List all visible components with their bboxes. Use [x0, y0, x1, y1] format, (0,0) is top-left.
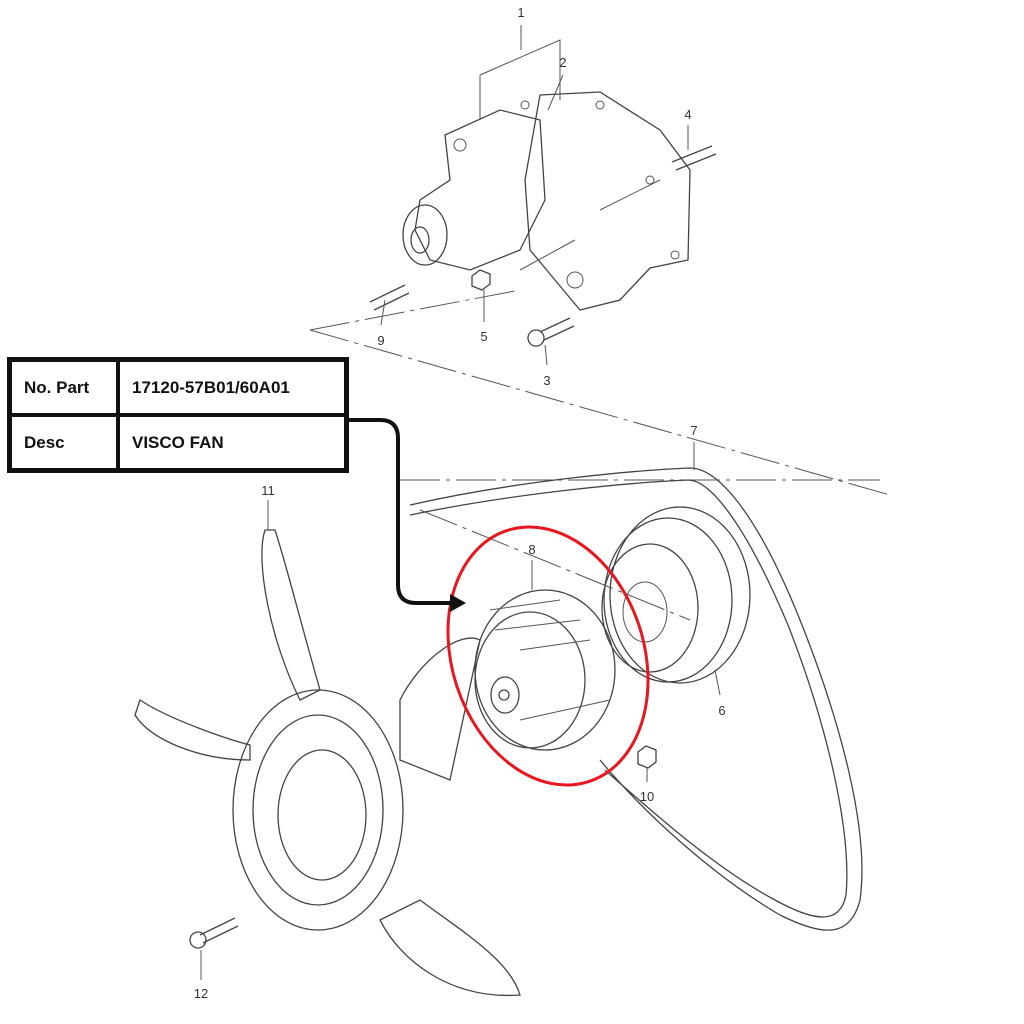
- callout-12: 12: [194, 986, 208, 1001]
- callout-5: 5: [480, 329, 487, 344]
- arrow-head-icon: [450, 594, 466, 612]
- leader-lines: [200, 25, 891, 980]
- description-label: Desc: [7, 413, 120, 473]
- callout-3: 3: [543, 373, 550, 388]
- water-pump: [402, 91, 691, 311]
- cooling-fan: [134, 529, 521, 997]
- pointer-arrow: [345, 418, 452, 605]
- callout-2: 2: [559, 55, 566, 70]
- highlight-ellipse: [446, 525, 650, 787]
- part-number-value: 17120-57B01/60A01: [116, 357, 349, 417]
- visco-fan-clutch: [474, 589, 616, 751]
- callout-8: 8: [528, 542, 535, 557]
- part-number-label: No. Part: [7, 357, 120, 417]
- callout-9: 9: [377, 333, 384, 348]
- callout-1: 1: [517, 5, 524, 20]
- description-value: VISCO FAN: [116, 413, 349, 473]
- part-info-table: No. Part 17120-57B01/60A01 Desc VISCO FA…: [7, 357, 349, 473]
- table-row-part-number: No. Part 17120-57B01/60A01: [7, 357, 349, 417]
- callout-4: 4: [684, 107, 691, 122]
- callout-7: 7: [690, 423, 697, 438]
- drive-belt: [409, 467, 863, 931]
- bolts: [189, 145, 717, 949]
- callout-6: 6: [718, 703, 725, 718]
- table-row-description: Desc VISCO FAN: [7, 413, 349, 473]
- pulley: [601, 506, 751, 684]
- callout-11: 11: [261, 483, 275, 498]
- callout-10: 10: [640, 789, 654, 804]
